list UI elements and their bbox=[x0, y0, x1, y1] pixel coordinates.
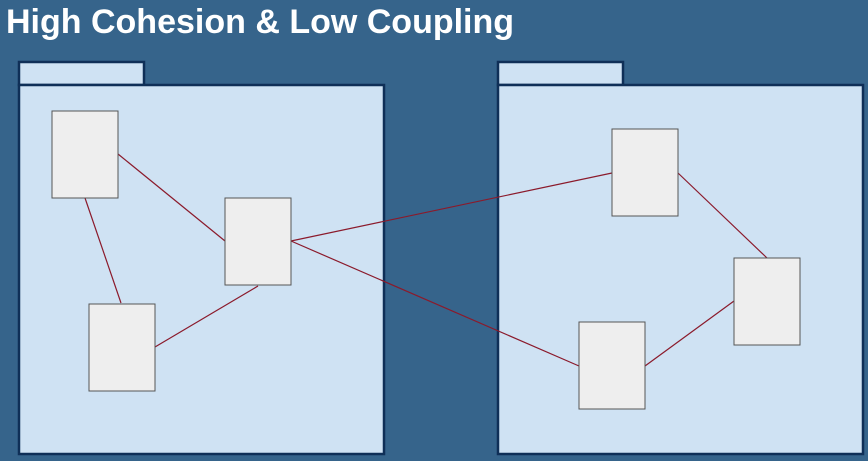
classes bbox=[51, 110, 801, 410]
slide-title: High Cohesion & Low Coupling bbox=[6, 3, 515, 41]
connector-right-c-to-right-b bbox=[644, 300, 735, 367]
package-left-tab bbox=[17, 60, 146, 87]
left-class-a bbox=[51, 110, 119, 199]
left-class-c bbox=[88, 303, 156, 392]
right-class-b bbox=[733, 257, 801, 346]
left-class-b bbox=[224, 197, 292, 286]
connector-right-a-to-right-b bbox=[677, 172, 768, 259]
right-class-a bbox=[611, 128, 679, 217]
package-right-body bbox=[496, 83, 865, 456]
package-right bbox=[496, 60, 865, 456]
package-right-tab bbox=[496, 60, 625, 87]
connectors bbox=[84, 153, 768, 367]
right-class-c bbox=[578, 321, 646, 410]
connector-left-c-to-left-b bbox=[154, 285, 259, 348]
connector-left-a-to-left-b bbox=[117, 153, 226, 242]
connector-left-b-to-right-a bbox=[290, 172, 613, 242]
connector-left-a-to-left-c bbox=[84, 197, 122, 304]
connector-left-b-to-right-c bbox=[290, 240, 580, 367]
